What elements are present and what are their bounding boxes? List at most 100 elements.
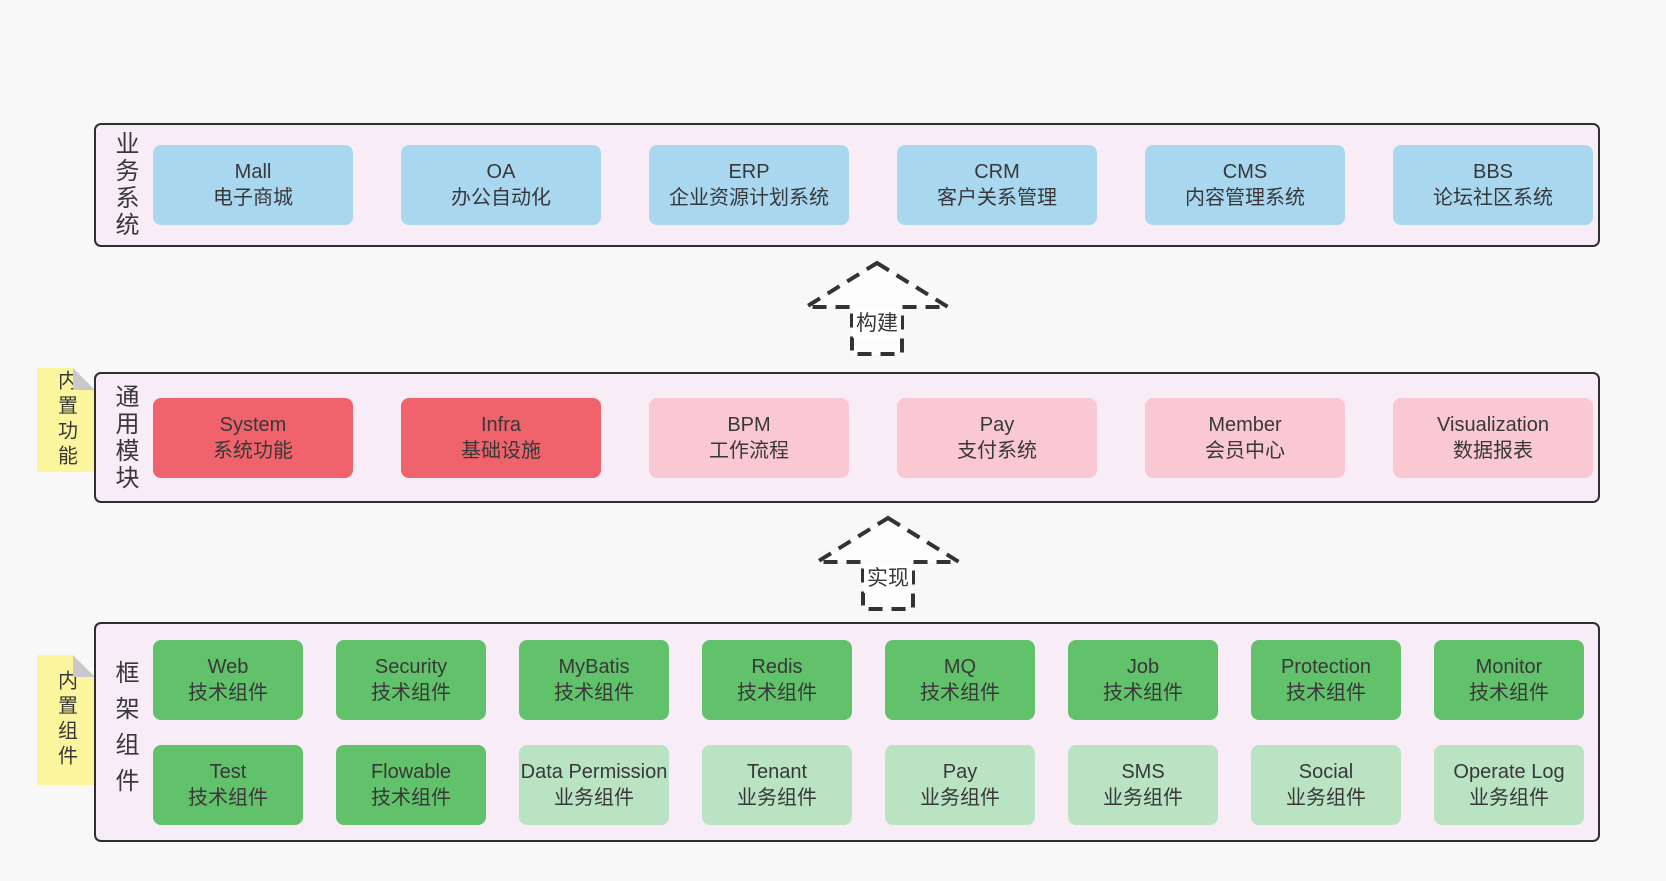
box-subtitle: 技术组件 [371,786,451,809]
box-job: Job 技术组件 [1068,639,1218,720]
sticky-note-text: 内置组件 [54,670,77,770]
box-row: Web 技术组件 Security 技术组件 MyBatis 技术组件 Redi… [153,639,1592,720]
box-title: Member [1208,413,1282,436]
box-subtitle: 业务组件 [737,786,817,809]
box-title: Job [1126,655,1160,678]
box-title: Mall [234,161,272,183]
box-subtitle: 技术组件 [1286,681,1366,704]
box-title: Protection [1280,655,1372,678]
box-grid: Mall 电子商城 OA 办公自动化 ERP 企业资源计划系统 CRM 客户关系… [153,125,1599,245]
box-title: SMS [1121,760,1165,783]
box-test: Test 技术组件 [153,744,303,825]
box-subtitle: 业务组件 [1103,786,1183,809]
box-title: Security [374,655,448,678]
box-subtitle: 业务组件 [920,786,1000,809]
up-arrow-dashed-icon [802,260,952,356]
box-system: System 系统功能 [153,397,353,478]
sticky-note-built-in-features: 内置功能 [37,368,95,472]
box-bbs: BBS 论坛社区系统 [1393,145,1593,225]
box-subtitle: 业务组件 [1469,786,1549,809]
box-cms: CMS 内容管理系统 [1145,145,1345,225]
box-subtitle: 业务组件 [1286,786,1366,809]
box-subtitle: 业务组件 [554,786,634,809]
box-title: Pay [942,760,978,783]
box-title: Social [1298,760,1354,783]
box-oa: OA 办公自动化 [401,145,601,225]
section-title-vertical: 框架组件 [111,660,138,804]
box-subtitle: 企业资源计划系统 [669,187,829,209]
box-member: Member 会员中心 [1145,397,1345,478]
folded-corner-icon [73,655,95,677]
box-subtitle: 技术组件 [737,681,817,704]
box-mall: Mall 电子商城 [153,145,353,225]
box-title: OA [486,161,516,183]
box-erp: ERP 企业资源计划系统 [649,145,849,225]
box-flowable: Flowable 技术组件 [336,744,486,825]
box-infra: Infra 基础设施 [401,397,601,478]
arrow-label-implement: 实现 [864,565,912,593]
box-visualization: Visualization 数据报表 [1393,397,1593,478]
box-pay-module: Pay 支付系统 [897,397,1097,478]
box-security: Security 技术组件 [336,639,486,720]
implement-arrow-icon: 实现 [813,515,963,613]
box-social: Social 业务组件 [1251,744,1401,825]
box-subtitle: 客户关系管理 [937,187,1057,209]
box-row: Mall 电子商城 OA 办公自动化 ERP 企业资源计划系统 CRM 客户关系… [153,145,1593,225]
box-web: Web 技术组件 [153,639,303,720]
box-title: CMS [1222,161,1268,183]
section-title-vertical: 通用模块 [111,383,138,492]
box-title: Data Permission [520,760,668,783]
box-title: BBS [1472,161,1514,183]
box-sms: SMS 业务组件 [1068,744,1218,825]
section-title-vertical: 业务系统 [111,131,138,239]
build-arrow-icon: 构建 [802,260,952,358]
box-operate-log: Operate Log 业务组件 [1434,744,1584,825]
box-title: Tenant [746,760,808,783]
box-title: Pay [979,413,1015,436]
box-title: BPM [727,413,771,436]
box-subtitle: 技术组件 [554,681,634,704]
box-title: Redis [751,655,803,678]
box-subtitle: 办公自动化 [451,187,551,209]
box-mybatis: MyBatis 技术组件 [519,639,669,720]
box-title: Visualization [1437,413,1549,436]
box-subtitle: 数据报表 [1453,439,1533,462]
box-subtitle: 技术组件 [920,681,1000,704]
sticky-note-built-in-components: 内置组件 [37,655,95,785]
box-subtitle: 系统功能 [213,439,293,462]
box-title: Flowable [370,760,452,783]
box-grid: System 系统功能 Infra 基础设施 BPM 工作流程 Pay 支付系统… [153,374,1599,501]
box-subtitle: 技术组件 [371,681,451,704]
box-mq: MQ 技术组件 [885,639,1035,720]
arrow-label-build: 构建 [853,310,901,338]
box-title: Web [207,655,249,678]
section-common-modules: 通用模块 System 系统功能 Infra 基础设施 BPM 工作流程 Pay… [94,372,1600,503]
box-title: ERP [728,161,770,183]
box-data-permission: Data Permission 业务组件 [519,744,669,825]
box-monitor: Monitor 技术组件 [1434,639,1584,720]
box-subtitle: 技术组件 [1469,681,1549,704]
up-arrow-dashed-icon [813,515,963,611]
box-redis: Redis 技术组件 [702,639,852,720]
box-subtitle: 论坛社区系统 [1433,187,1553,209]
box-pay-component: Pay 业务组件 [885,744,1035,825]
folded-corner-icon [73,368,95,390]
box-subtitle: 电子商城 [213,187,293,209]
box-subtitle: 工作流程 [709,439,789,462]
box-title: MQ [943,655,977,678]
box-row: System 系统功能 Infra 基础设施 BPM 工作流程 Pay 支付系统… [153,397,1593,478]
box-tenant: Tenant 业务组件 [702,744,852,825]
box-subtitle: 基础设施 [461,439,541,462]
box-grid: Web 技术组件 Security 技术组件 MyBatis 技术组件 Redi… [153,624,1598,840]
box-title: Monitor [1475,655,1543,678]
box-subtitle: 支付系统 [957,439,1037,462]
box-subtitle: 会员中心 [1205,439,1285,462]
box-title: System [219,413,287,436]
box-row: Test 技术组件 Flowable 技术组件 Data Permission … [153,744,1592,825]
box-bpm: BPM 工作流程 [649,397,849,478]
box-subtitle: 技术组件 [188,681,268,704]
box-title: CRM [974,161,1020,183]
sticky-note-text: 内置功能 [54,370,77,470]
box-title: Test [209,760,247,783]
